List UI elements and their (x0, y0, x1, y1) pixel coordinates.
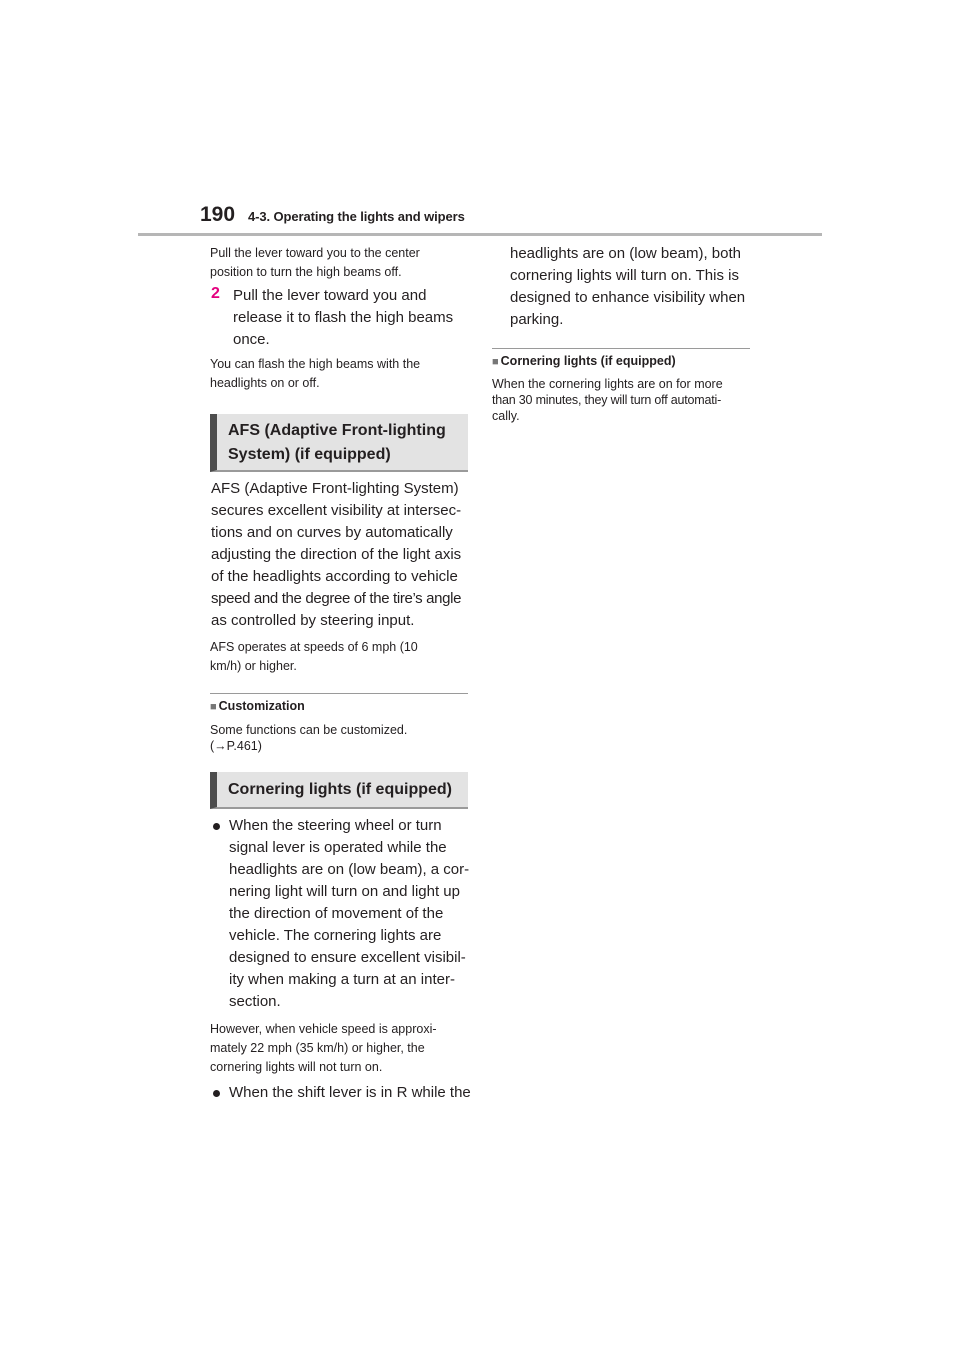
bullet-line: designed to enhance visibility when (510, 289, 746, 306)
step-number: 2 (211, 285, 220, 302)
body-line: secures excellent visibility at intersec… (211, 502, 462, 519)
bullet-line: nering light will turn on and light up (229, 883, 460, 900)
note-line: cally. (492, 409, 520, 423)
bullet-icon (213, 1090, 220, 1097)
customization-heading: ■Customization (210, 699, 305, 713)
divider (492, 348, 750, 349)
note-line: You can flash the high beams with the (210, 357, 421, 371)
bullet-line: cornering lights will turn on. This is (510, 267, 739, 284)
bullet-icon (213, 823, 220, 830)
bullet-2-continued: headlights are on (low beam), both corne… (510, 243, 770, 331)
customization-line: Some functions can be customized. (210, 723, 408, 737)
bullet-line: headlights are on (low beam), a cor- (229, 861, 470, 878)
intro-text: Pull the lever toward you to the center … (210, 244, 420, 282)
heading-line: AFS (Adaptive Front-lighting (228, 422, 446, 439)
cornering-bullet-1: When the steering wheel or turn signal l… (229, 815, 474, 1013)
cornering-note-text: When the cornering lights are on for mor… (492, 376, 767, 424)
paren: ( (210, 739, 215, 753)
step-2-text: Pull the lever toward you and release it… (233, 285, 453, 351)
cornering-note-heading: ■Cornering lights (if equipped) (492, 354, 676, 368)
bullet-line: When the steering wheel or turn (229, 817, 442, 834)
note-line: When the cornering lights are on for mor… (492, 377, 723, 391)
note-line: than 30 minutes, they will turn off auto… (492, 393, 722, 407)
bullet-line: headlights are on (low beam), both (510, 245, 741, 262)
afs-description: AFS (Adaptive Front-lighting System) sec… (211, 478, 473, 632)
bullet-line: vehicle. The cornering lights are (229, 927, 442, 944)
bullet-line: section. (229, 993, 281, 1010)
note-line: mately 22 mph (35 km/h) or higher, the (210, 1041, 425, 1055)
bullet-line: ity when making a turn at an inter- (229, 971, 455, 988)
customization-reference: (→P.461) (210, 737, 407, 756)
flash-note: You can flash the high beams with the he… (210, 355, 420, 393)
body-line: as controlled by steering input. (211, 612, 415, 629)
section-title: 4-3. Operating the lights and wipers (248, 209, 465, 224)
square-bullet-icon: ■ (210, 701, 217, 713)
speed-note: However, when vehicle speed is approxi- … (210, 1020, 437, 1077)
bullet-line: the direction of movement of the (229, 905, 444, 922)
header-divider (138, 233, 822, 236)
intro-line: Pull the lever toward you to the center (210, 246, 420, 260)
step-line: Pull the lever toward you and (233, 287, 427, 304)
customization-title: Customization (218, 699, 305, 713)
step-line: release it to flash the high beams (233, 309, 454, 326)
heading-line: System) (if equipped) (228, 446, 391, 463)
step-line: once. (233, 331, 270, 348)
body-line: tions and on curves by automatically (211, 524, 453, 541)
body-line: speed and the degree of the tire’s angle (211, 590, 462, 607)
heading-line: Cornering lights (if equipped) (228, 781, 452, 798)
cornering-heading: Cornering lights (if equipped) (210, 772, 468, 809)
cornering-note-title: Cornering lights (if equipped) (500, 354, 676, 368)
bullet-line: signal lever is operated while the (229, 839, 447, 856)
cornering-bullet-2: When the shift lever is in R while the (229, 1084, 471, 1101)
note-line: headlights on or off. (210, 376, 320, 390)
afs-speed-note: AFS operates at speeds of 6 mph (10 km/h… (210, 638, 418, 676)
note-line: km/h) or higher. (210, 659, 297, 673)
page-reference[interactable]: P.461) (226, 739, 262, 753)
bullet-line: parking. (510, 311, 564, 328)
body-line: adjusting the direction of the light axi… (211, 546, 462, 563)
body-line: of the headlights according to vehicle (211, 568, 458, 585)
page-number: 190 (200, 203, 236, 226)
divider (210, 693, 468, 694)
afs-heading: AFS (Adaptive Front-lighting System) (if… (210, 414, 468, 472)
note-line: However, when vehicle speed is approxi- (210, 1022, 437, 1036)
bullet-line: designed to ensure excellent visibil- (229, 949, 466, 966)
note-line: cornering lights will not turn on. (210, 1060, 383, 1074)
intro-line: position to turn the high beams off. (210, 265, 402, 279)
customization-text: Some functions can be customized. (→P.46… (210, 721, 407, 756)
note-line: AFS operates at speeds of 6 mph (10 (210, 640, 418, 654)
arrow-right-icon: → (214, 739, 227, 753)
square-bullet-icon: ■ (492, 356, 499, 368)
body-line: AFS (Adaptive Front-lighting System) (211, 480, 459, 497)
